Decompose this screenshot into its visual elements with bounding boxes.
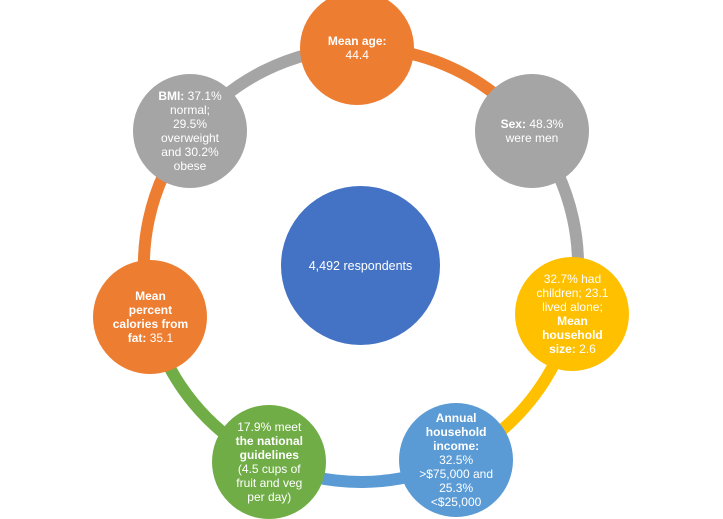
node-household-bold-text: size: [549, 341, 576, 356]
node-income-text: >$75,000 and [419, 467, 493, 482]
node-bmi-text: and 30.2% [161, 145, 219, 160]
node-guidelines-line: (4.5 cups of [238, 462, 301, 476]
node-income-bold-text: Annual [435, 411, 477, 426]
node-calories-fat-line: Mean [135, 289, 166, 303]
node-guidelines-text: (4.5 cups of [237, 461, 301, 476]
node-bmi-text: 29.5% [172, 117, 208, 132]
node-mean-age-line: 44.4 [346, 48, 369, 62]
node-income-line: household [426, 425, 487, 439]
node-sex-bold-text: Sex: [500, 117, 526, 132]
node-calories-fat-text: 35.1 [146, 331, 174, 346]
node-guidelines-text: 17.9% meet [237, 419, 302, 434]
node-guidelines-line: 17.9% meet [237, 420, 301, 434]
node-bmi-bold-text: BMI: [158, 89, 185, 104]
node-guidelines-bold-text: the national [235, 433, 303, 448]
node-sex-line: were men [506, 131, 559, 145]
node-bmi-line: 29.5% [173, 117, 207, 131]
node-guidelines-bold-text: guidelines [239, 447, 299, 462]
node-income-line: income: [433, 439, 479, 453]
node-sex-text: were men [505, 131, 559, 146]
node-calories-fat-line: calories from [113, 317, 188, 331]
node-bmi-line: obese [174, 159, 207, 173]
center-respondents-label: 4,492 respondents [308, 258, 413, 273]
node-bmi-line: and 30.2% [161, 145, 218, 159]
node-sex-text: 48.3% [525, 117, 564, 132]
node-calories-fat-line: fat: 35.1 [128, 331, 173, 345]
node-household-line: 32.7% had [544, 272, 601, 286]
node-household-line: household [542, 328, 603, 342]
node-guidelines-text: per day) [247, 489, 292, 504]
node-calories-fat-bold-text: Mean [135, 289, 166, 304]
node-household-line: Mean [557, 314, 588, 328]
node-household-line: size: 2.6 [549, 342, 596, 356]
node-bmi-text: normal; [169, 103, 210, 118]
node-household-text: 2.6 [575, 341, 596, 356]
node-guidelines-line: guidelines [240, 448, 299, 462]
node-guidelines-line: fruit and veg [236, 476, 302, 490]
node-mean-age-bold-text: Mean age: [327, 34, 387, 49]
node-bmi-text: obese [173, 159, 207, 174]
node-calories-fat-bold-text: percent [128, 303, 173, 318]
node-bmi-line: BMI: 37.1% [158, 89, 221, 103]
node-income-bold-text: household [425, 425, 487, 440]
node-household-bold-text: household [542, 327, 603, 342]
node-bmi-line: normal; [170, 103, 210, 117]
node-sex: Sex: 48.3%were men [474, 74, 589, 189]
node-income-line: 25.3% [439, 481, 473, 495]
node-mean-age: Mean age:44.4 [300, 0, 415, 106]
node-bmi-text: overweight [160, 131, 220, 146]
node-guidelines-text: fruit and veg [236, 475, 303, 490]
node-household-line: lived alone; [542, 300, 603, 314]
node-income-text: 32.5% [439, 453, 474, 468]
node-bmi-text: 37.1% [184, 89, 222, 104]
node-mean-age-line: Mean age: [328, 34, 387, 48]
node-income-bold-text: income: [433, 439, 480, 454]
node-bmi-line: overweight [161, 131, 219, 145]
node-calories-fat-bold-text: calories from [112, 317, 189, 332]
node-sex-line: Sex: 48.3% [501, 117, 564, 131]
node-calories-fat-line: percent [129, 303, 172, 317]
node-mean-age-text: 44.4 [345, 48, 369, 63]
node-income-line: Annual [436, 411, 477, 425]
node-household-text: children; 23.1 [536, 285, 609, 300]
node-income-line: 32.5% [439, 453, 473, 467]
node-calories-fat-bold-text: fat: [127, 331, 147, 346]
center-respondents-node: 4,492 respondents [281, 186, 440, 345]
node-household-text: 32.7% had [543, 271, 602, 286]
node-household-bold-text: Mean [557, 313, 588, 328]
node-guidelines-line: the national [236, 434, 303, 448]
node-household-text: lived alone; [542, 299, 603, 314]
node-guidelines-line: per day) [247, 490, 291, 504]
node-income-line: <$25,000 [431, 495, 481, 509]
node-income-line: >$75,000 and [419, 467, 493, 481]
node-income-text: <$25,000 [430, 495, 482, 510]
node-household-line: children; 23.1 [536, 286, 608, 300]
node-income-text: 25.3% [439, 481, 474, 496]
